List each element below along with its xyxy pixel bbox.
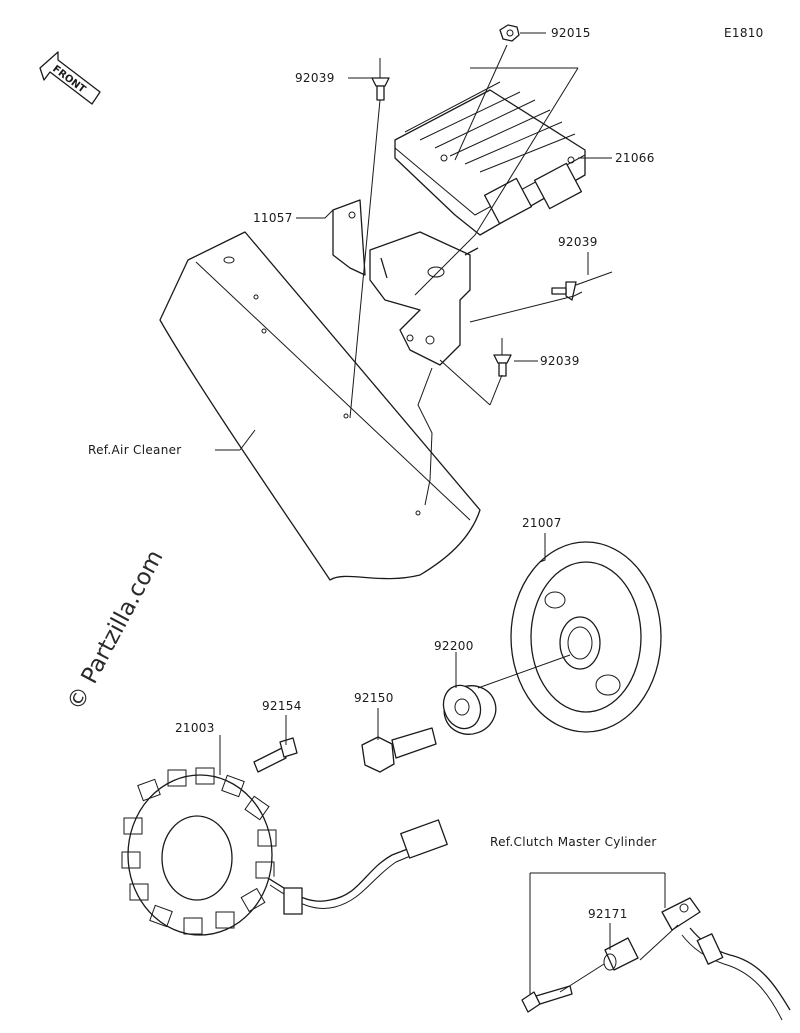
callout-92154: 92154 [262, 699, 302, 713]
air-cleaner-cover [159, 231, 481, 581]
callout-92039-right-lower: 92039 [540, 354, 580, 368]
callout-92171: 92171 [588, 907, 628, 921]
callout-92015: 92015 [551, 26, 591, 40]
bolt-92154 [253, 737, 298, 773]
callout-92150: 92150 [354, 691, 394, 705]
ref-clutch-master-cylinder: Ref.Clutch Master Cylinder [490, 835, 657, 849]
rivet-top [371, 58, 390, 101]
callout-21007: 21007 [522, 516, 562, 530]
rivet-right-upper [551, 271, 613, 301]
front-arrow-icon: FRONT [39, 51, 101, 105]
nut-92015 [499, 24, 520, 42]
callout-92039-right-upper: 92039 [558, 235, 598, 249]
regulator-rectifier [394, 81, 586, 236]
callout-92039-top: 92039 [295, 71, 335, 85]
leader-lines [215, 32, 679, 995]
diagram-code: E1810 [724, 26, 764, 40]
rotor-21007 [510, 541, 662, 733]
callout-21066: 21066 [615, 151, 655, 165]
bracket-11057 [332, 199, 479, 366]
collar-92171 [603, 937, 639, 971]
rivet-right-lower [493, 338, 512, 377]
callout-21003: 21003 [175, 721, 215, 735]
callout-11057: 11057 [253, 211, 293, 225]
washer-92200 [442, 684, 497, 735]
ref-air-cleaner: Ref.Air Cleaner [88, 443, 182, 457]
stator-21003 [121, 767, 448, 936]
clutch-hose-fitting [661, 897, 791, 1021]
watermark: © Partzilla.com [62, 546, 168, 715]
bolt-92150 [361, 727, 437, 773]
callout-92200: 92200 [434, 639, 474, 653]
